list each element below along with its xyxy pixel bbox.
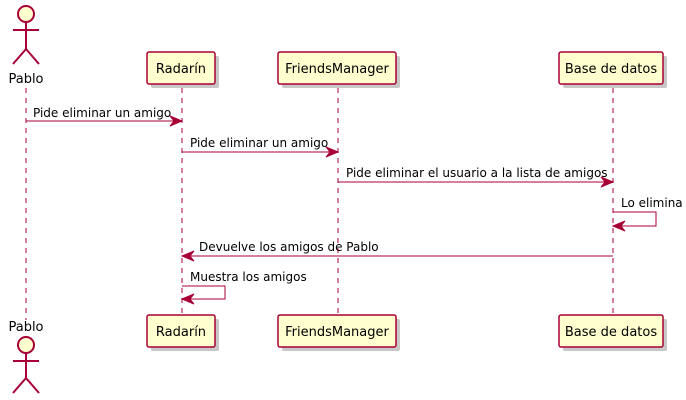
participant-label: Radarín <box>156 325 206 340</box>
actor-head-icon <box>17 5 35 23</box>
message-5: Devuelve los amigos de Pablo <box>180 240 613 262</box>
participant-label: Base de datos <box>565 62 657 77</box>
arrowhead-icon <box>180 250 195 262</box>
message-6-self: Muestra los amigos <box>180 270 307 305</box>
message-4-self: Lo elimina <box>611 196 683 232</box>
actor-label-bottom: Pablo <box>8 320 43 335</box>
actor-head-icon <box>17 336 35 354</box>
message-label: Pide eliminar el usuario a la lista de a… <box>346 166 608 180</box>
participant-label: Base de datos <box>565 325 657 340</box>
arrowhead-icon <box>600 176 615 188</box>
participant-bottom-radarin: Radarín <box>146 314 219 351</box>
message-label: Pide eliminar un amigo <box>190 136 328 150</box>
message-3: Pide eliminar el usuario a la lista de a… <box>338 166 615 188</box>
message-label: Muestra los amigos <box>190 270 307 284</box>
participant-bottom-friendsmanager: FriendsManager <box>277 314 400 351</box>
arrowhead-icon <box>611 220 626 232</box>
message-1: Pide eliminar un amigo <box>26 106 184 127</box>
arrowhead-icon <box>169 115 184 127</box>
actor-label-top: Pablo <box>8 72 43 87</box>
participant-top-radarin: Radarín <box>146 51 219 88</box>
message-label: Pide eliminar un amigo <box>33 106 171 120</box>
participant-top-friendsmanager: FriendsManager <box>277 51 400 88</box>
message-label: Devuelve los amigos de Pablo <box>199 240 379 254</box>
participant-bottom-base-de-datos: Base de datos <box>558 314 667 351</box>
actor-bottom: Pablo <box>8 320 44 394</box>
participant-top-base-de-datos: Base de datos <box>558 51 667 88</box>
actor-top: Pablo <box>8 5 44 87</box>
arrowhead-icon <box>325 146 340 158</box>
message-label: Lo elimina <box>621 196 683 210</box>
participant-label: FriendsManager <box>285 62 389 77</box>
message-2: Pide eliminar un amigo <box>182 136 340 158</box>
arrowhead-icon <box>180 293 195 305</box>
participant-label: Radarín <box>156 62 206 77</box>
participant-label: FriendsManager <box>285 325 389 340</box>
